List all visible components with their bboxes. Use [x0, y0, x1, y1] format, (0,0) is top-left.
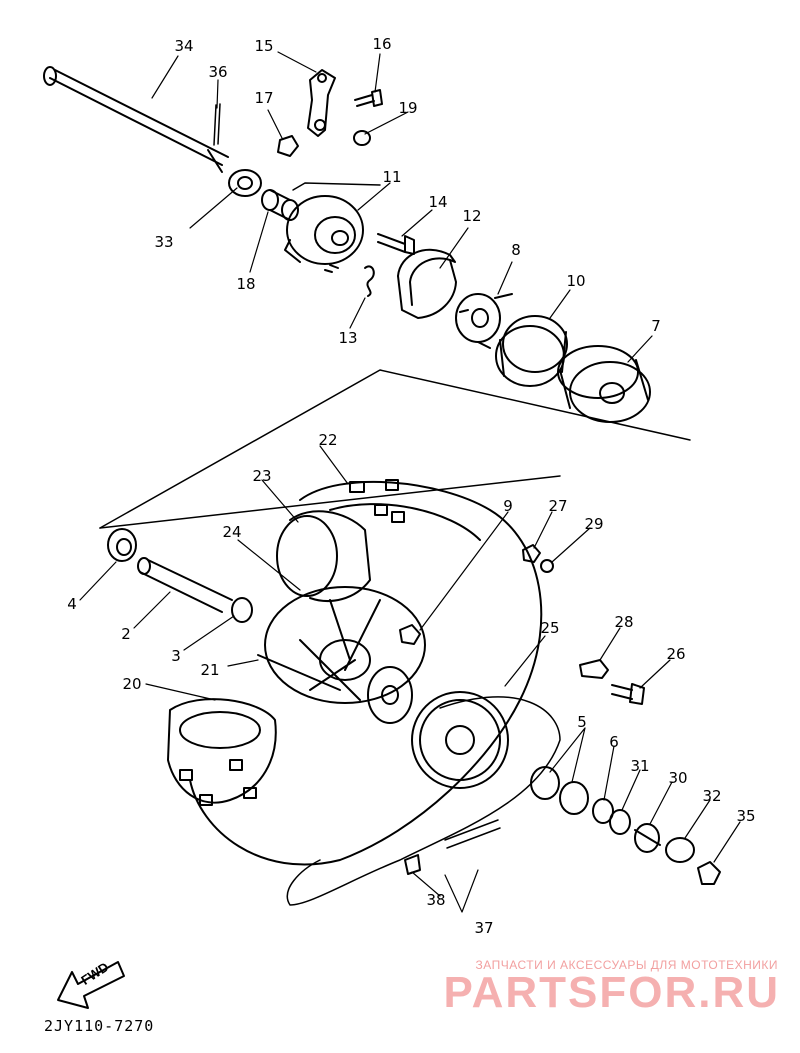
bracket-line-2 [99, 475, 561, 529]
drive-chain [286, 696, 561, 906]
rim-band [167, 698, 277, 806]
part-label: 6 [609, 733, 619, 751]
cotter-pin [213, 103, 221, 146]
part-label: 21 [200, 661, 220, 679]
part-label: 27 [548, 497, 568, 515]
shoe-spring [364, 265, 375, 297]
part-label: 25 [540, 619, 560, 637]
part-label: 28 [614, 613, 634, 631]
part-label: 33 [154, 233, 174, 251]
part-label: 30 [668, 769, 688, 787]
part-label: 3 [171, 647, 181, 665]
part-label: 8 [511, 241, 521, 259]
final-nut [697, 861, 721, 885]
part-label: 24 [222, 523, 242, 541]
part-label: 19 [398, 99, 418, 117]
rear-hub [557, 345, 651, 423]
sprocket-washer [540, 559, 554, 573]
axle-nut [228, 169, 262, 197]
part-label: 38 [426, 891, 446, 909]
axle-collar [634, 823, 661, 853]
bearing-left [107, 528, 137, 562]
part-label: 10 [566, 272, 586, 290]
part-label: 31 [630, 757, 650, 775]
bearing-right [530, 766, 589, 815]
lever-nut [277, 135, 299, 157]
part-label: 22 [318, 431, 338, 449]
part-label: 13 [338, 329, 358, 347]
part-label: 4 [67, 595, 77, 613]
part-label: 35 [736, 807, 756, 825]
lever-bolt [354, 89, 383, 107]
axle-nut-right [665, 837, 695, 863]
collar [261, 189, 299, 221]
brake-drum [495, 315, 568, 387]
chain-joint [404, 854, 421, 875]
part-label: 36 [208, 63, 228, 81]
part-label: 15 [254, 37, 274, 55]
lever-washer [353, 130, 371, 146]
brake-shoes [397, 248, 457, 319]
hub-flange [367, 666, 413, 724]
flange-collar [231, 597, 253, 623]
part-label: 17 [254, 89, 274, 107]
part-label: 14 [428, 193, 448, 211]
part-label: 23 [252, 467, 272, 485]
tire-tread [349, 479, 405, 523]
sprocket-bolt [399, 624, 421, 645]
chain-adjuster [579, 659, 609, 679]
oil-seal [592, 798, 614, 824]
watermark-caption: ЗАПЧАСТИ И АКСЕССУАРЫ ДЛЯ МОТОТЕХНИКИ [475, 958, 778, 972]
adjuster-bolt [611, 683, 645, 705]
rear-sprocket [411, 691, 509, 789]
bracket-line [99, 369, 691, 529]
drawing-code: 2JY110-7270 [44, 1017, 155, 1035]
part-label: 7 [651, 317, 661, 335]
part-label: 12 [462, 207, 482, 225]
part-label: 34 [174, 37, 194, 55]
part-label: 32 [702, 787, 722, 805]
brake-cam [455, 293, 513, 349]
part-label: 11 [382, 168, 402, 186]
sprocket-nut [522, 544, 541, 563]
part-label: 16 [372, 35, 392, 53]
leader-lines [79, 51, 741, 913]
part-label: 37 [474, 919, 494, 937]
part-label: 5 [577, 713, 587, 731]
inner-tube [276, 510, 371, 602]
part-label: 20 [122, 675, 142, 693]
part-label: 18 [236, 275, 256, 293]
part-label: 29 [584, 515, 604, 533]
spacer-ring [609, 809, 631, 835]
part-label: 26 [666, 645, 686, 663]
valve-stem [257, 654, 341, 691]
part-label: 9 [503, 497, 513, 515]
axle-shaft [43, 66, 229, 173]
wheel-assembly [189, 480, 543, 866]
chain-link [444, 819, 501, 849]
watermark-brand[interactable]: PARTSFOR.RU [443, 968, 780, 1017]
spacer-tube [137, 557, 233, 613]
anchor-pin [377, 233, 415, 255]
part-label: 2 [121, 625, 131, 643]
cam-lever [307, 69, 336, 137]
forward-arrow [57, 961, 125, 1009]
brake-shoe-plate [284, 195, 364, 273]
guide-line [292, 182, 381, 191]
